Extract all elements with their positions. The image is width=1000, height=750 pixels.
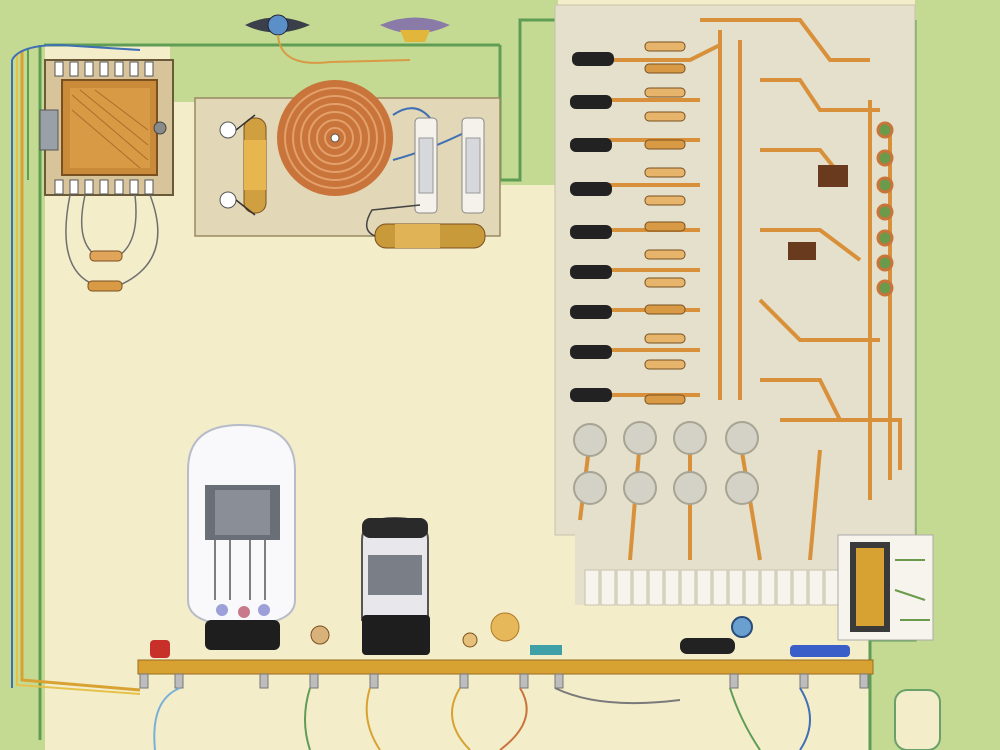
pcb-black-capacitors xyxy=(570,52,614,402)
red-component xyxy=(150,640,170,658)
resistor-small-1 xyxy=(89,250,123,262)
bus-rail xyxy=(137,659,874,689)
ceramic-capacitor-2 xyxy=(490,612,520,642)
ceramic-capacitor-1 xyxy=(310,625,330,645)
teal-component xyxy=(530,645,562,655)
vacuum-tube-small xyxy=(361,516,430,655)
trim-pots xyxy=(573,421,759,505)
pcb-resistors xyxy=(644,41,686,405)
black-capacitor-bus xyxy=(680,638,735,654)
vacuum-tube-large xyxy=(187,423,296,650)
ceramic-capacitor-3 xyxy=(462,632,478,648)
top-sockets xyxy=(245,14,450,64)
coil-board xyxy=(194,80,501,237)
circuit-board xyxy=(554,4,916,606)
transformer xyxy=(39,59,174,196)
left-wire-bundle xyxy=(11,43,141,695)
pcb-test-points xyxy=(876,121,894,297)
resistor-small-2 xyxy=(87,280,123,292)
relay xyxy=(837,534,934,641)
pcb-transistor-2 xyxy=(788,242,816,260)
blue-connector xyxy=(790,645,850,657)
fuses xyxy=(414,117,485,214)
under-rail-wires xyxy=(153,687,811,750)
pcb-edge-pins xyxy=(584,569,840,606)
pcb-transistor-1 xyxy=(818,165,848,187)
blue-trimmer xyxy=(731,616,753,638)
